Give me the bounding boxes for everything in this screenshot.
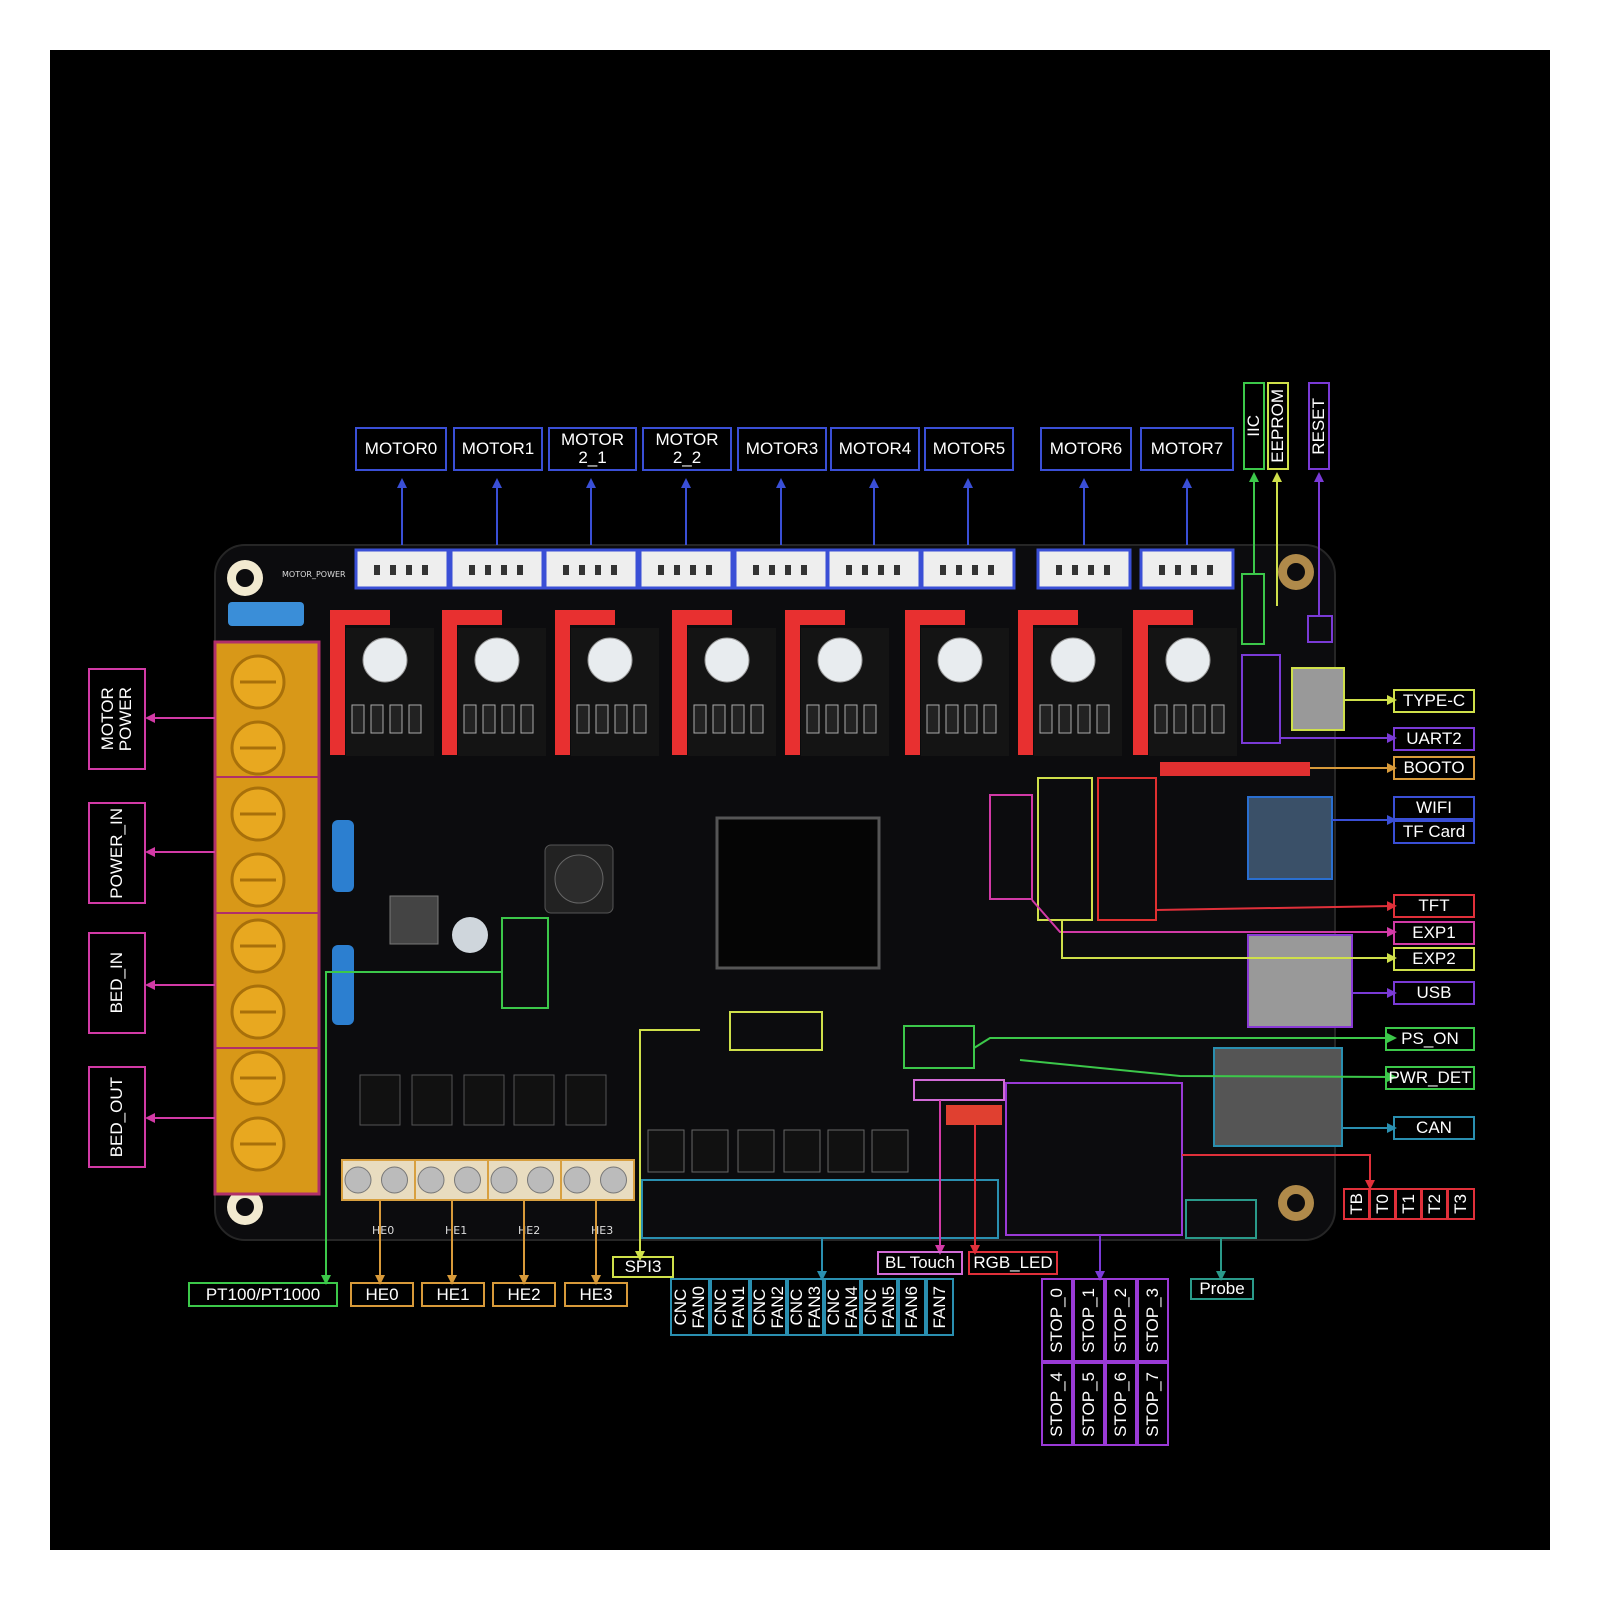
label-stop4: STOP_4 — [1041, 1362, 1073, 1446]
label-stop3: STOP_3 — [1137, 1278, 1169, 1362]
rgb-connector — [946, 1105, 1002, 1125]
label-tft: TFT — [1393, 894, 1475, 918]
label-rgb-led: RGB_LED — [968, 1251, 1058, 1275]
svg-text:HE3: HE3 — [591, 1224, 613, 1237]
label-fan5: CNC FAN5 — [861, 1278, 898, 1336]
fan-connectors — [641, 1179, 999, 1239]
label-pwr-det: PWR_DET — [1385, 1066, 1475, 1090]
label-fan3: CNC FAN3 — [787, 1278, 824, 1336]
label-bed-in: BED_IN — [88, 932, 146, 1034]
label-exp1: EXP1 — [1393, 921, 1475, 945]
label-motor2-1: MOTOR 2_1 — [548, 427, 637, 471]
tf-slot — [1247, 796, 1333, 880]
label-tf-card: TF Card — [1393, 820, 1475, 844]
label-bl-touch: BL Touch — [877, 1251, 963, 1275]
usb-port — [1247, 934, 1353, 1028]
label-he1: HE1 — [421, 1282, 485, 1307]
label-t3: T3 — [1447, 1188, 1475, 1220]
label-iic: IIC — [1243, 382, 1265, 470]
label-motor6: MOTOR6 — [1040, 427, 1132, 471]
exp1-header — [1037, 777, 1093, 921]
svg-text:MOTOR_POWER: MOTOR_POWER — [282, 570, 346, 579]
label-motor-power: MOTOR POWER — [88, 668, 146, 770]
label-stop7: STOP_7 — [1137, 1362, 1169, 1446]
label-stop5: STOP_5 — [1073, 1362, 1105, 1446]
label-fan7: FAN7 — [926, 1278, 954, 1336]
label-fan4: CNC FAN4 — [824, 1278, 861, 1336]
svg-text:HE1: HE1 — [445, 1224, 467, 1237]
label-exp2: EXP2 — [1393, 947, 1475, 971]
label-bed-out: BED_OUT — [88, 1066, 146, 1168]
label-reset: RESET — [1308, 382, 1330, 470]
label-t2: T2 — [1421, 1188, 1448, 1220]
bltouch-connector — [913, 1079, 1005, 1101]
label-he3: HE3 — [564, 1282, 628, 1307]
booto-header — [1160, 762, 1310, 776]
label-usb: USB — [1393, 981, 1475, 1005]
label-t0: T0 — [1369, 1188, 1396, 1220]
pt100-header — [501, 917, 549, 1009]
can-port — [1213, 1047, 1343, 1147]
label-spi3: SPI3 — [612, 1256, 674, 1278]
label-probe: Probe — [1190, 1278, 1254, 1300]
label-fan0: CNC FAN0 — [670, 1278, 710, 1336]
label-motor4: MOTOR4 — [830, 427, 920, 471]
label-motor1: MOTOR1 — [453, 427, 543, 471]
label-type-c: TYPE-C — [1393, 689, 1475, 713]
label-uart2: UART2 — [1393, 727, 1475, 751]
label-stop1: STOP_1 — [1073, 1278, 1105, 1362]
label-pt100: PT100/PT1000 — [188, 1282, 338, 1307]
label-wifi: WIFI — [1393, 796, 1475, 820]
label-ps-on: PS_ON — [1385, 1027, 1475, 1051]
label-motor0: MOTOR0 — [355, 427, 447, 471]
label-stop6: STOP_6 — [1105, 1362, 1137, 1446]
label-motor3: MOTOR3 — [737, 427, 827, 471]
uart2-header — [1241, 654, 1281, 744]
endstop-connectors — [1005, 1082, 1183, 1236]
exp2-header — [1097, 777, 1157, 921]
label-he0: HE0 — [350, 1282, 414, 1307]
label-tb: TB — [1343, 1188, 1370, 1220]
label-fan2: CNC FAN2 — [750, 1278, 787, 1336]
label-can: CAN — [1393, 1116, 1475, 1140]
label-eeprom: EEPROM — [1267, 382, 1289, 470]
label-motor2-2: MOTOR 2_2 — [642, 427, 732, 471]
inductor — [389, 895, 439, 945]
label-fan1: CNC FAN1 — [710, 1278, 750, 1336]
label-motor5: MOTOR5 — [924, 427, 1014, 471]
mcu-chip — [715, 816, 881, 970]
spi3-header — [729, 1011, 823, 1051]
svg-text:HE2: HE2 — [518, 1224, 540, 1237]
label-power-in: POWER_IN — [88, 802, 146, 904]
label-he2: HE2 — [492, 1282, 556, 1307]
label-stop0: STOP_0 — [1041, 1278, 1073, 1362]
blue-fuse — [228, 602, 304, 626]
label-t1: T1 — [1395, 1188, 1422, 1220]
typec-port — [1291, 667, 1345, 731]
label-booto: BOOTO — [1393, 756, 1475, 780]
label-fan6: FAN6 — [898, 1278, 926, 1336]
tft-header — [989, 794, 1033, 900]
svg-text:HE0: HE0 — [372, 1224, 394, 1237]
label-motor7: MOTOR7 — [1140, 427, 1234, 471]
label-stop2: STOP_2 — [1105, 1278, 1137, 1362]
